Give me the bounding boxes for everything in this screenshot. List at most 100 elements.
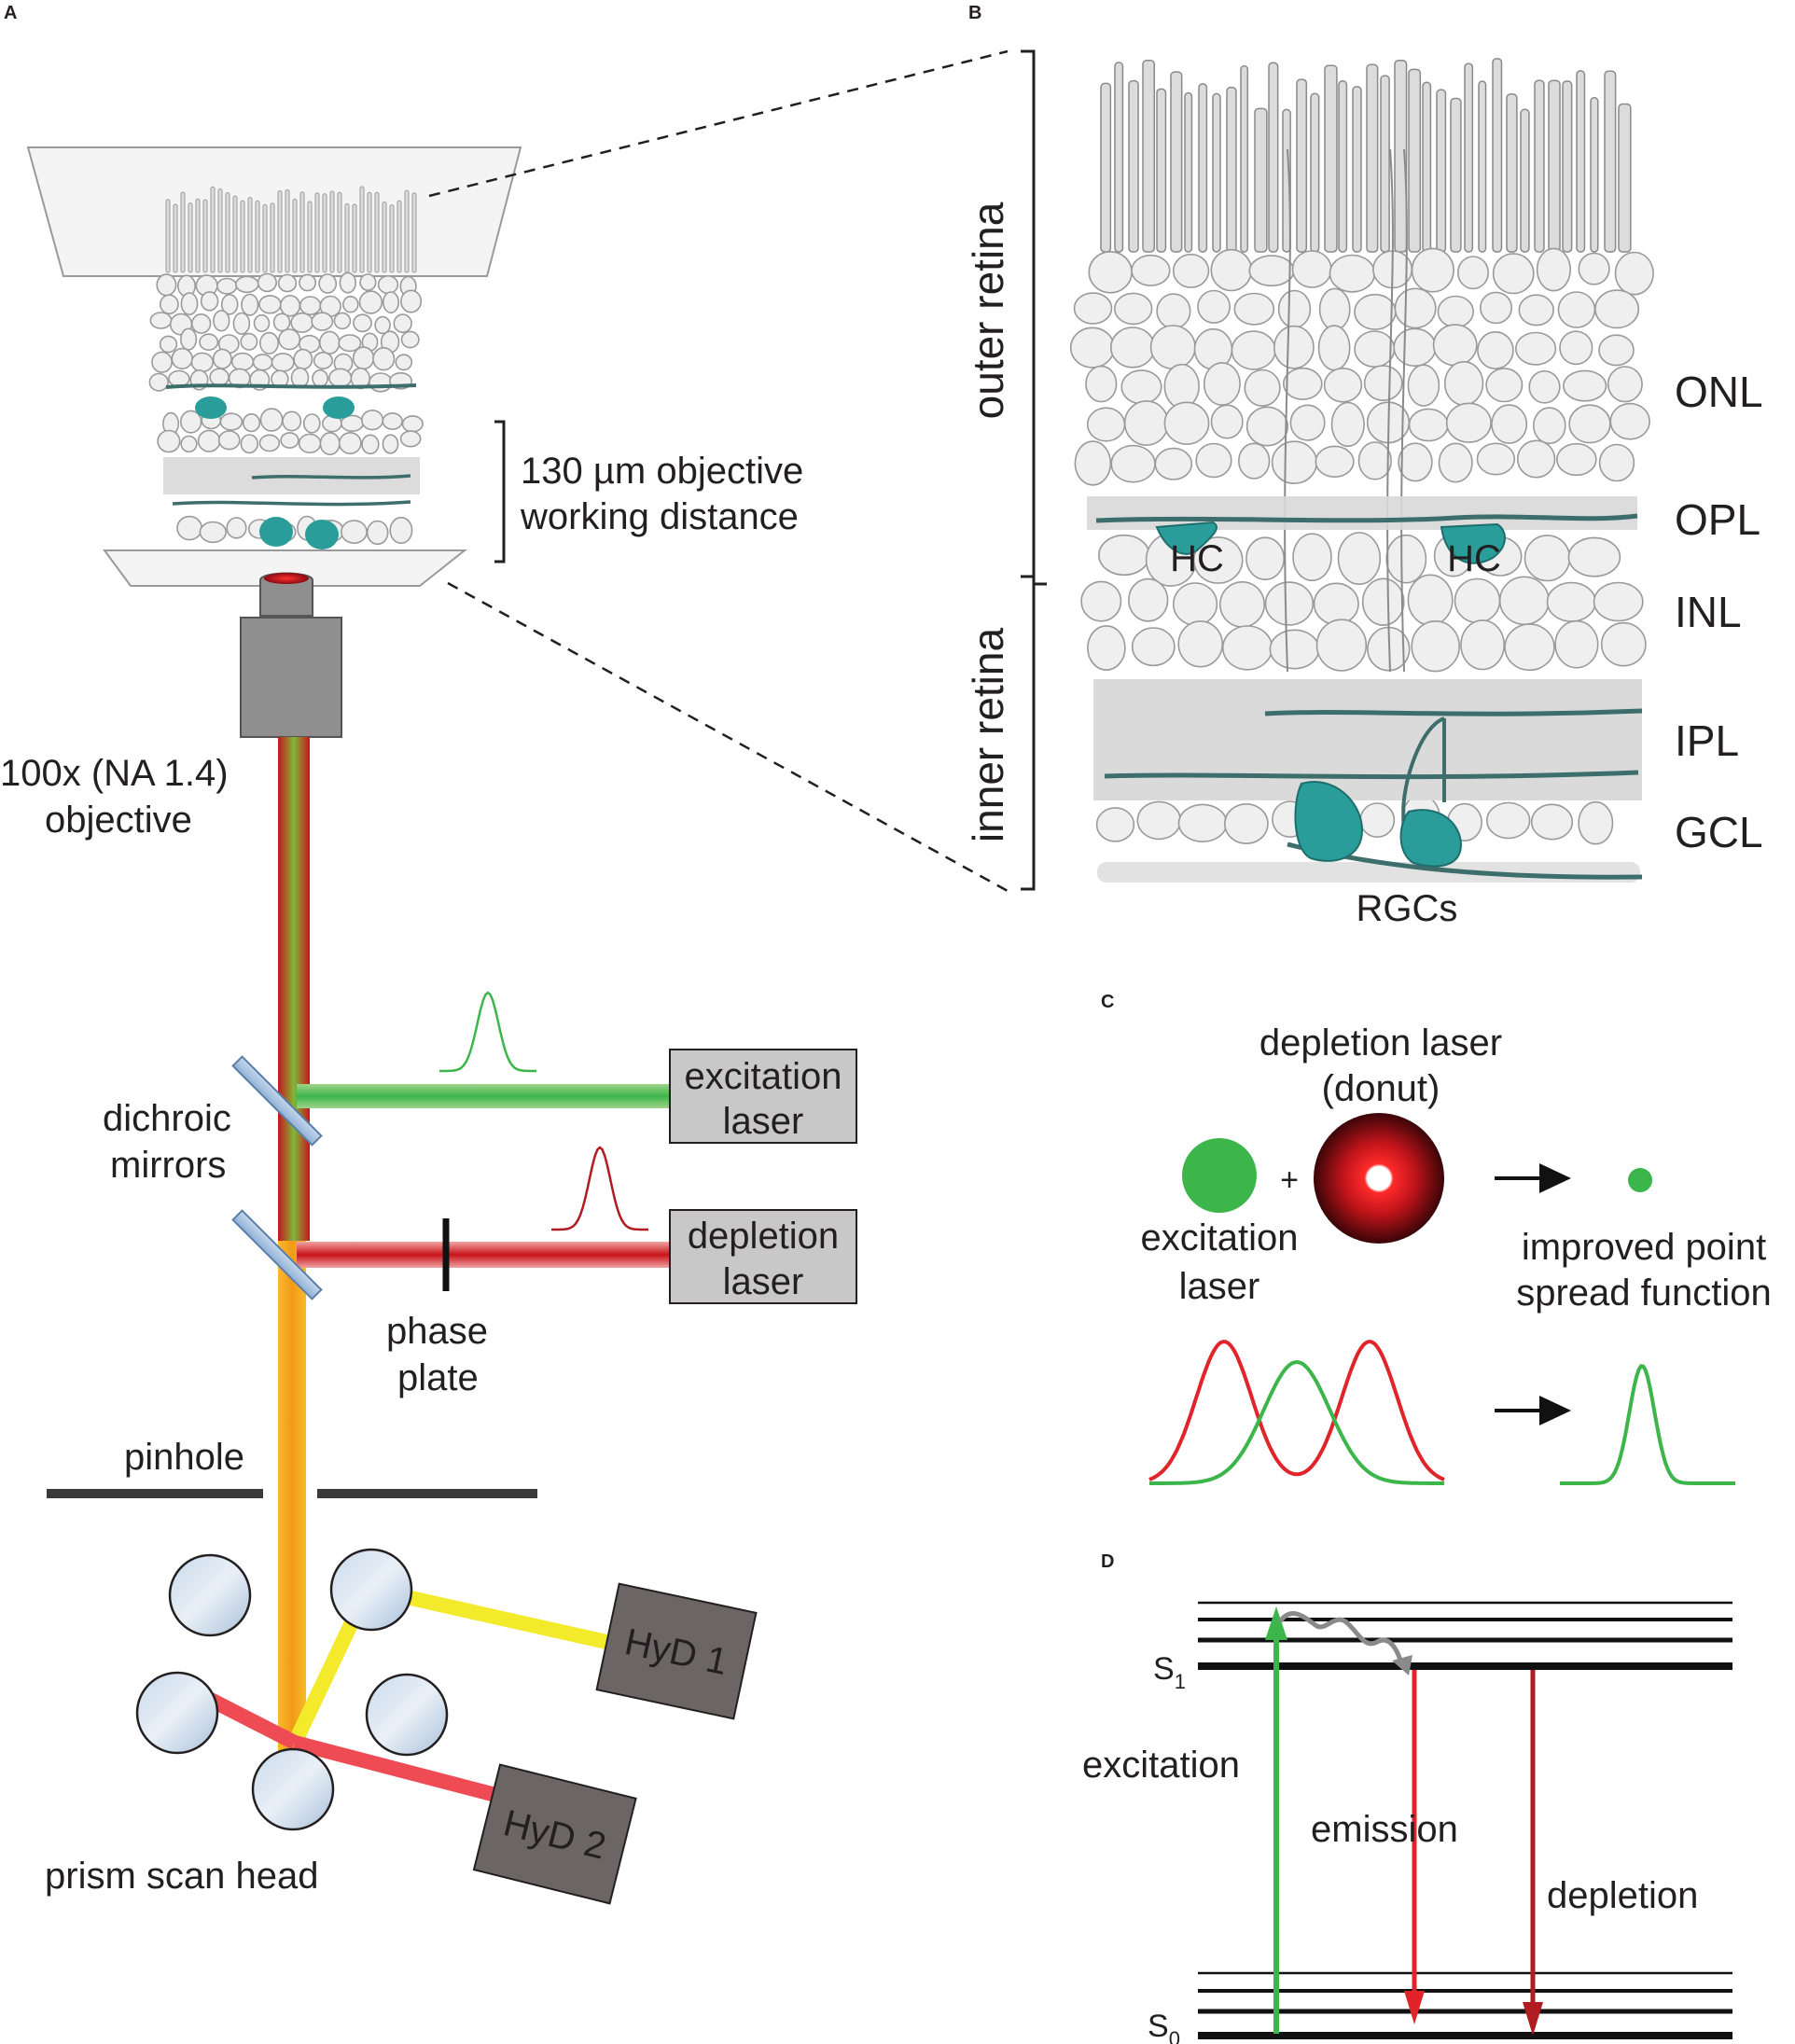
relaxation-wavy-arrow [1277, 1611, 1404, 1663]
photoreceptor-segment [1114, 62, 1124, 253]
retina-cell [1385, 534, 1427, 584]
detector2-beam [203, 1690, 502, 1803]
retina-cell [382, 291, 399, 314]
mini-photoreceptor-segment [277, 190, 283, 273]
psf-arrow-bottom-icon [1539, 1396, 1571, 1425]
photoreceptor-segment [1548, 79, 1561, 253]
working-distance-line2: working distance [520, 496, 799, 537]
retina-cell [156, 273, 177, 297]
retina-cell [366, 520, 389, 546]
retina-cell [1363, 365, 1403, 402]
retina-cell [1559, 330, 1593, 366]
retina-cell [1136, 800, 1182, 841]
retina-cell [1318, 287, 1351, 331]
retina-cell [1432, 324, 1478, 367]
retina-cell [372, 347, 396, 371]
mini-hc-right [323, 396, 355, 419]
retina-cell [333, 312, 352, 330]
retina-cell [1245, 406, 1288, 447]
depletion-laser-line2: laser [723, 1261, 804, 1302]
retina-cell [190, 352, 215, 373]
retina-cell [1113, 292, 1153, 326]
retina-cell [1098, 534, 1150, 577]
retina-cell [219, 412, 244, 431]
mini-photoreceptor-segment [344, 202, 350, 273]
retina-cell [313, 351, 334, 369]
retina-cell [1069, 327, 1115, 368]
mini-photoreceptor-segment [337, 191, 342, 273]
ipl-dendrites [1104, 708, 1643, 780]
retina-cell [199, 333, 219, 352]
excitation-transition-label: excitation [1082, 1745, 1240, 1786]
photoreceptor-segment [1464, 63, 1474, 253]
improved-psf-spot-icon [1628, 1168, 1652, 1192]
retina-cell [401, 415, 424, 433]
photoreceptor-segment [1170, 71, 1183, 253]
retina-cell [148, 372, 170, 392]
depletion-laser-line1: depletion [688, 1216, 839, 1257]
rgcs-label: RGCs [1357, 888, 1458, 929]
retina-cell [1219, 581, 1266, 628]
photoreceptor-segment [1338, 79, 1348, 253]
retina-cell [1554, 619, 1599, 669]
retina-cell [1407, 574, 1454, 626]
mini-rgc-left [259, 517, 293, 547]
retina-cell [1594, 289, 1640, 329]
retina-cell [199, 521, 228, 544]
retina-cell [328, 368, 353, 388]
photoreceptor-segment [1296, 78, 1308, 253]
retina-cell [341, 520, 368, 545]
retina-cell [338, 431, 362, 454]
photoreceptor-segment [1240, 64, 1249, 253]
retina-cell [358, 290, 383, 314]
retina-cell [1086, 407, 1126, 442]
mini-photoreceptor-segment [285, 189, 290, 273]
retina-cell [1528, 369, 1561, 404]
photoreceptor-segment [1324, 64, 1338, 253]
retina-cell [1120, 369, 1162, 405]
sample-illustration [26, 146, 522, 587]
retina-cell [1556, 442, 1597, 477]
prism-4 [365, 1673, 449, 1757]
photoreceptor-segment [1604, 70, 1617, 253]
retina-cell [1087, 625, 1126, 671]
photoreceptor-segment [1184, 91, 1193, 253]
retina-cell [180, 435, 198, 453]
photoreceptor-segment [1310, 92, 1320, 253]
photoreceptor-segment [1478, 80, 1487, 253]
excitation-laser-line2: laser [723, 1101, 804, 1142]
retina-cell [149, 312, 173, 329]
retina-cell [1248, 255, 1295, 287]
retina-cell [277, 273, 298, 293]
retina-cell [1291, 250, 1332, 288]
retina-cell [1514, 331, 1557, 366]
retina-cell [1398, 442, 1433, 482]
retina-cell [1491, 404, 1528, 444]
retina-cell [290, 367, 310, 389]
retina-cell [159, 294, 179, 315]
retina-cell [299, 296, 322, 316]
retina-cell [252, 354, 273, 371]
retina-cell [1163, 363, 1200, 410]
retina-cell [1437, 295, 1475, 328]
photoreceptor-segment [1450, 97, 1462, 253]
retina-cell [171, 347, 193, 370]
retina-cell [176, 515, 203, 541]
retina-cell [1568, 404, 1611, 444]
photoreceptor-segment [1142, 59, 1156, 253]
dichroic-line1: dichroic [103, 1098, 231, 1139]
retina-cell [1273, 325, 1315, 369]
retina-cell [1563, 369, 1607, 402]
retina-cell [377, 275, 399, 295]
retina-cell [341, 296, 359, 313]
retina-cell [1131, 254, 1171, 286]
working-distance-bracket [494, 420, 506, 563]
excitation-beam [297, 1084, 670, 1108]
retina-cell [1393, 327, 1437, 368]
retina-cell [242, 413, 261, 433]
panel-label-d: D [1101, 1551, 1114, 1572]
excitation-laser-box [669, 1049, 857, 1144]
retina-cell [382, 434, 399, 454]
retina-cell [395, 354, 413, 371]
retina-cell [389, 516, 413, 545]
